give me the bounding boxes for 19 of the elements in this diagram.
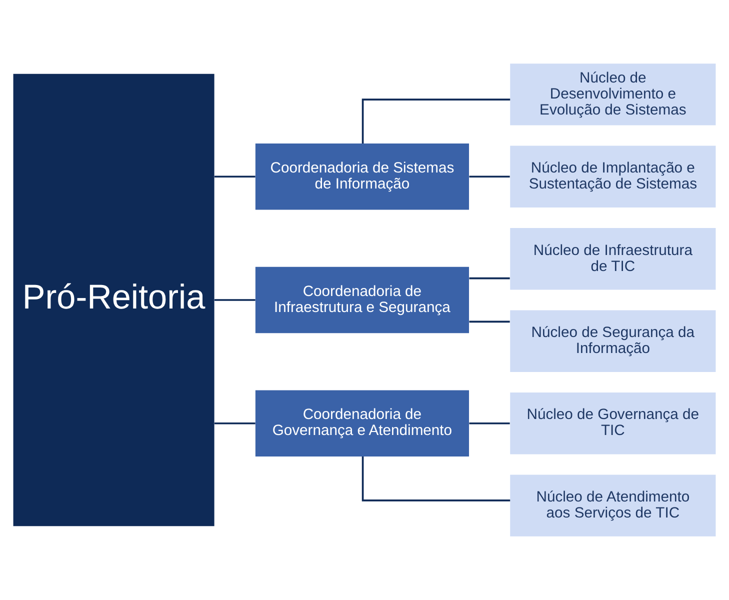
node-box: Núcleo de Desenvolvimento e Evolução de Sistemas xyxy=(510,64,716,126)
connector xyxy=(469,176,510,178)
node-box: Coordenadoria de Governança e Atendimento xyxy=(255,390,469,456)
node-box: Núcleo de Governança de TIC xyxy=(510,392,716,454)
node-box: Núcleo de Infraestrutura de TIC xyxy=(510,228,716,290)
connector xyxy=(469,422,510,424)
connector xyxy=(469,320,510,323)
connector xyxy=(469,277,510,280)
connector xyxy=(214,422,256,424)
node-box: Núcleo de Implantação e Sustentação de Sistemas xyxy=(510,146,716,208)
node-box: Pró-Reitoria xyxy=(13,74,214,526)
connector xyxy=(214,176,256,178)
connector xyxy=(362,456,510,502)
connector xyxy=(362,98,510,144)
node-box: Coordenadoria de Sistemas de Informação xyxy=(255,144,469,210)
node-box: Núcleo de Atendimento aos Serviços de TIC xyxy=(510,474,716,536)
connector xyxy=(214,299,256,301)
node-box: Coordenadoria de Infraestrutura e Segurança xyxy=(255,266,469,334)
node-box: Núcleo de Segurança da Informação xyxy=(510,310,716,372)
